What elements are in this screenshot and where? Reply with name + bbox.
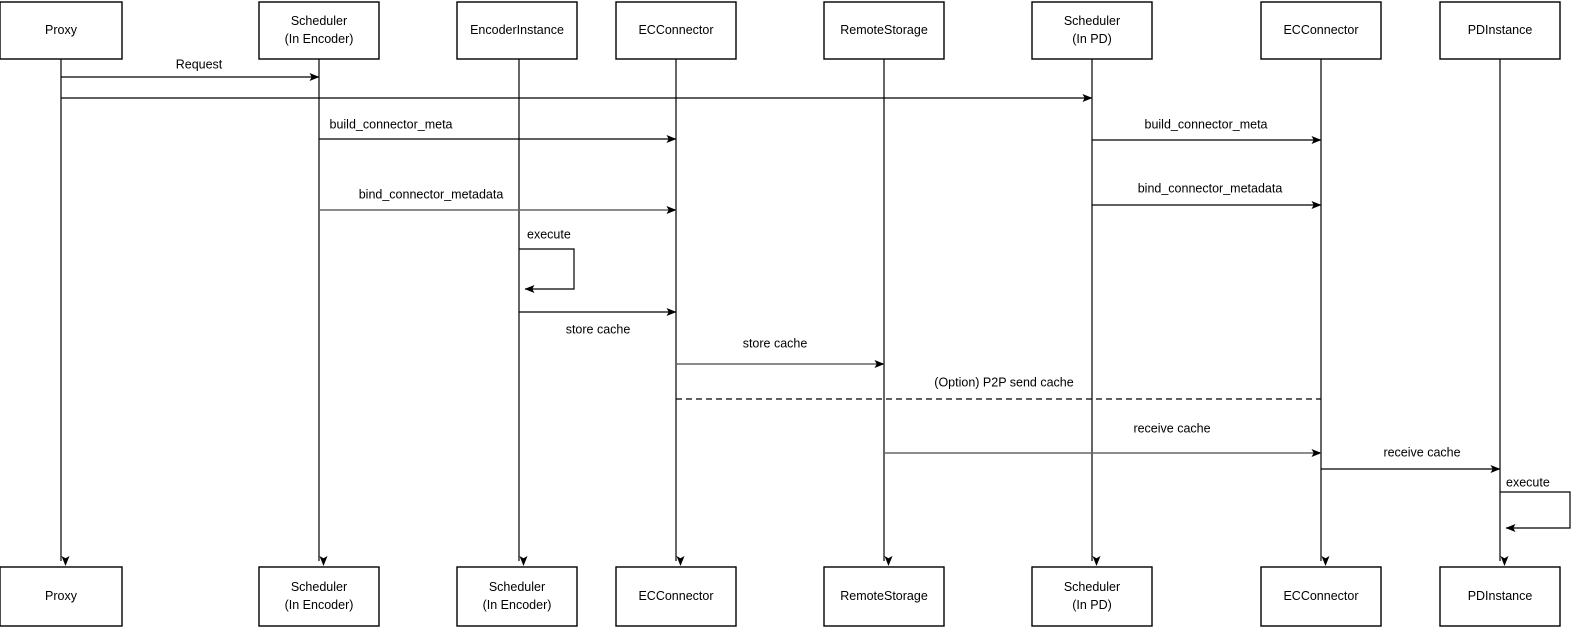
message-label: store cache xyxy=(743,336,808,350)
participant-label-line2: (In PD) xyxy=(1072,598,1112,612)
participant-label: ECConnector xyxy=(638,589,713,603)
participant-label: ECConnector xyxy=(638,23,713,37)
self-message-path xyxy=(1500,491,1571,532)
self-message-label: execute xyxy=(1506,475,1550,489)
participant-box-rect xyxy=(0,1,123,60)
participant-box-rect xyxy=(1031,566,1153,627)
participant-label-line2: (In Encoder) xyxy=(483,598,552,612)
participant-box-rect xyxy=(823,1,945,60)
participant-box-rect xyxy=(456,1,578,60)
participant-label: RemoteStorage xyxy=(840,23,928,37)
message-label: build_connector_meta xyxy=(330,117,453,131)
participant-box-bottom-encoder-instance[interactable]: Scheduler (In Encoder) xyxy=(456,566,578,627)
message-bind-connector-metadata-encoder[interactable]: bind_connector_metadata xyxy=(319,187,677,214)
participant-box-top-ec-connector-pd[interactable]: ECConnector xyxy=(1260,1,1382,60)
participant-box-top-ec-connector-encoder[interactable]: ECConnector xyxy=(615,1,737,60)
message-store-cache-encoder[interactable]: store cache xyxy=(519,308,677,336)
participant-label-line1: Scheduler xyxy=(291,14,347,28)
participant-box-top-proxy[interactable]: Proxy xyxy=(0,1,123,60)
participant-box-top-pd-instance[interactable]: PDInstance xyxy=(1439,1,1561,60)
participant-box-rect xyxy=(823,566,945,627)
participant-label: Proxy xyxy=(45,589,78,603)
message-bind-connector-metadata-pd[interactable]: bind_connector_metadata xyxy=(1092,181,1322,209)
message-label: receive cache xyxy=(1133,421,1210,435)
participant-box-rect xyxy=(0,566,123,627)
participant-label: ECConnector xyxy=(1283,589,1358,603)
participant-label: PDInstance xyxy=(1468,589,1533,603)
participant-box-bottom-scheduler-encoder[interactable]: Scheduler (In Encoder) xyxy=(258,566,380,627)
participant-box-top-encoder-instance[interactable]: EncoderInstance xyxy=(456,1,578,60)
message-label: store cache xyxy=(566,322,631,336)
participant-label-line2: (In PD) xyxy=(1072,32,1112,46)
participant-label-line1: Scheduler xyxy=(489,580,545,594)
participant-box-rect xyxy=(1031,1,1153,60)
participant-box-rect xyxy=(1260,1,1382,60)
participant-box-rect xyxy=(1439,1,1561,60)
message-label: Request xyxy=(176,57,223,71)
participant-box-top-remote-storage[interactable]: RemoteStorage xyxy=(823,1,945,60)
message-label: (Option) P2P send cache xyxy=(934,375,1073,389)
message-label: bind_connector_metadata xyxy=(359,187,504,201)
messages-layer: Request build_connector_meta build_connect… xyxy=(61,57,1501,473)
participant-label: Proxy xyxy=(45,23,78,37)
participant-box-bottom-ec-connector-pd[interactable]: ECConnector xyxy=(1260,566,1382,627)
participant-box-top-scheduler-encoder[interactable]: Scheduler (In Encoder) xyxy=(258,1,380,60)
participant-label: PDInstance xyxy=(1468,23,1533,37)
self-message-execute-encoder[interactable]: execute xyxy=(519,227,575,293)
participant-box-bottom-proxy[interactable]: Proxy xyxy=(0,566,123,627)
participant-label-line2: (In Encoder) xyxy=(285,32,354,46)
participant-box-rect xyxy=(456,566,578,627)
self-message-execute-pd[interactable]: execute xyxy=(1500,475,1571,532)
message-build-connector-meta-encoder[interactable]: build_connector_meta xyxy=(319,117,677,143)
participant-box-rect xyxy=(258,566,380,627)
self-messages-layer: execute execute xyxy=(519,227,1571,532)
message-label: build_connector_meta xyxy=(1145,117,1268,131)
participant-box-rect xyxy=(615,1,737,60)
self-message-path xyxy=(519,248,575,293)
message-label: bind_connector_metadata xyxy=(1138,181,1283,195)
participant-box-bottom-scheduler-pd[interactable]: Scheduler (In PD) xyxy=(1031,566,1153,627)
participant-label: ECConnector xyxy=(1283,23,1358,37)
bottom-participant-boxes-layer: Proxy Scheduler (In Encoder) Scheduler (In E… xyxy=(0,566,1561,627)
participant-label-line1: Scheduler xyxy=(291,580,347,594)
message-receive-cache-ec-to-pd[interactable]: receive cache xyxy=(1321,445,1501,473)
message-store-cache-remote[interactable]: store cache xyxy=(676,336,885,368)
participant-label-line1: Scheduler xyxy=(1064,580,1120,594)
participant-box-bottom-pd-instance[interactable]: PDInstance xyxy=(1439,566,1561,627)
message-request[interactable]: Request xyxy=(61,57,320,81)
participant-box-rect xyxy=(615,566,737,627)
participant-label-line2: (In Encoder) xyxy=(285,598,354,612)
participant-box-bottom-ec-connector-encoder[interactable]: ECConnector xyxy=(615,566,737,627)
participant-box-bottom-remote-storage[interactable]: RemoteStorage xyxy=(823,566,945,627)
message-build-connector-meta-pd[interactable]: build_connector_meta xyxy=(1092,117,1322,144)
lifelines-layer xyxy=(60,59,1509,566)
participant-box-rect xyxy=(258,1,380,60)
participant-label: EncoderInstance xyxy=(470,23,564,37)
participant-label-line1: Scheduler xyxy=(1064,14,1120,28)
message-p2p-send-cache[interactable]: (Option) P2P send cache xyxy=(676,375,1321,400)
participant-box-rect xyxy=(1439,566,1561,627)
message-label: receive cache xyxy=(1383,445,1460,459)
participant-label: RemoteStorage xyxy=(840,589,928,603)
participant-box-rect xyxy=(1260,566,1382,627)
self-message-label: execute xyxy=(527,227,571,241)
participant-box-top-scheduler-pd[interactable]: Scheduler (In PD) xyxy=(1031,1,1153,60)
message-receive-cache-remote-to-ec[interactable]: receive cache xyxy=(884,421,1322,457)
top-participant-boxes-layer: Proxy Scheduler (In Encoder) EncoderInstanc… xyxy=(0,1,1561,60)
